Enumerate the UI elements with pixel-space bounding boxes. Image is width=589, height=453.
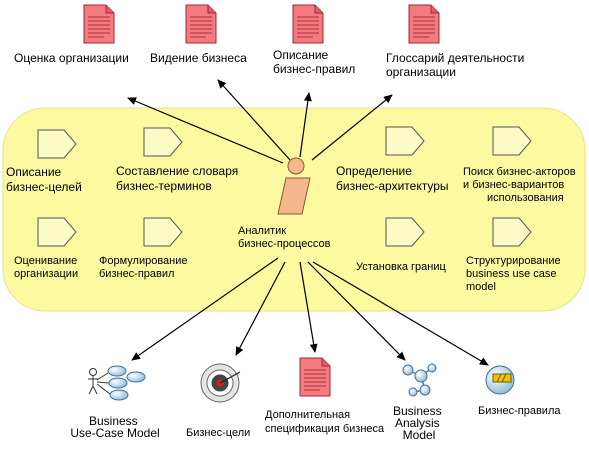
target-icon[interactable] [200, 363, 241, 403]
artifact-label: Описание бизнес-правил [273, 48, 355, 76]
activity-label: Установка границ [356, 261, 447, 273]
artifact-label: Дополнительная спецификация бизнеса [265, 409, 385, 435]
arrow-to-rules [312, 261, 489, 366]
arrow-to-use-case-model [131, 257, 279, 361]
activity-label: Описание бизнес-целей [6, 165, 82, 194]
document-icon[interactable] [83, 4, 115, 44]
artifact-label: Business Use-Case Model [70, 414, 159, 440]
activity-label: Составление словаря бизнес-терминов [116, 164, 242, 193]
activity-label: Поиск бизнес-акторов и бизнес-вариантов … [463, 166, 579, 204]
arrow-to-glossary [311, 94, 393, 161]
arrow-to-vision [217, 79, 291, 161]
document-icon[interactable] [408, 4, 440, 44]
arrow-to-assessment [127, 97, 284, 164]
activity-label: Формулирование бизнес-правил [99, 255, 191, 280]
artifact-label: Оценка организации [14, 51, 129, 65]
document-icon[interactable] [292, 4, 324, 44]
artifact-label: Бизнес-цели [186, 427, 250, 439]
artifact-label: Глоссарий деятельности организации [386, 51, 528, 79]
activity-label: Определение бизнес-архитектуры [336, 164, 449, 193]
arrow-to-goals [235, 261, 286, 356]
artifact-label: Business Analysis Model [393, 404, 445, 442]
artifact-label: Видение бизнеса [150, 51, 247, 65]
document-icon[interactable] [185, 4, 217, 44]
document-icon[interactable] [299, 357, 331, 397]
use-case-model-icon[interactable] [88, 365, 146, 401]
business-rules-icon[interactable] [485, 365, 515, 395]
analysis-model-icon[interactable] [402, 363, 437, 397]
arrow-to-supp-spec [299, 261, 318, 353]
role-icon[interactable] [277, 157, 311, 215]
arrow-to-rules-desc [299, 92, 312, 158]
arrow-to-analysis-model [307, 261, 406, 361]
arrows [127, 79, 489, 366]
artifact-label: Бизнес-правила [478, 405, 561, 417]
activity-label: Структурирование business use case model [466, 255, 564, 293]
role-label: Аналитик бизнес-процессов [238, 225, 331, 250]
activity-label: Оценивание организации [14, 255, 80, 280]
